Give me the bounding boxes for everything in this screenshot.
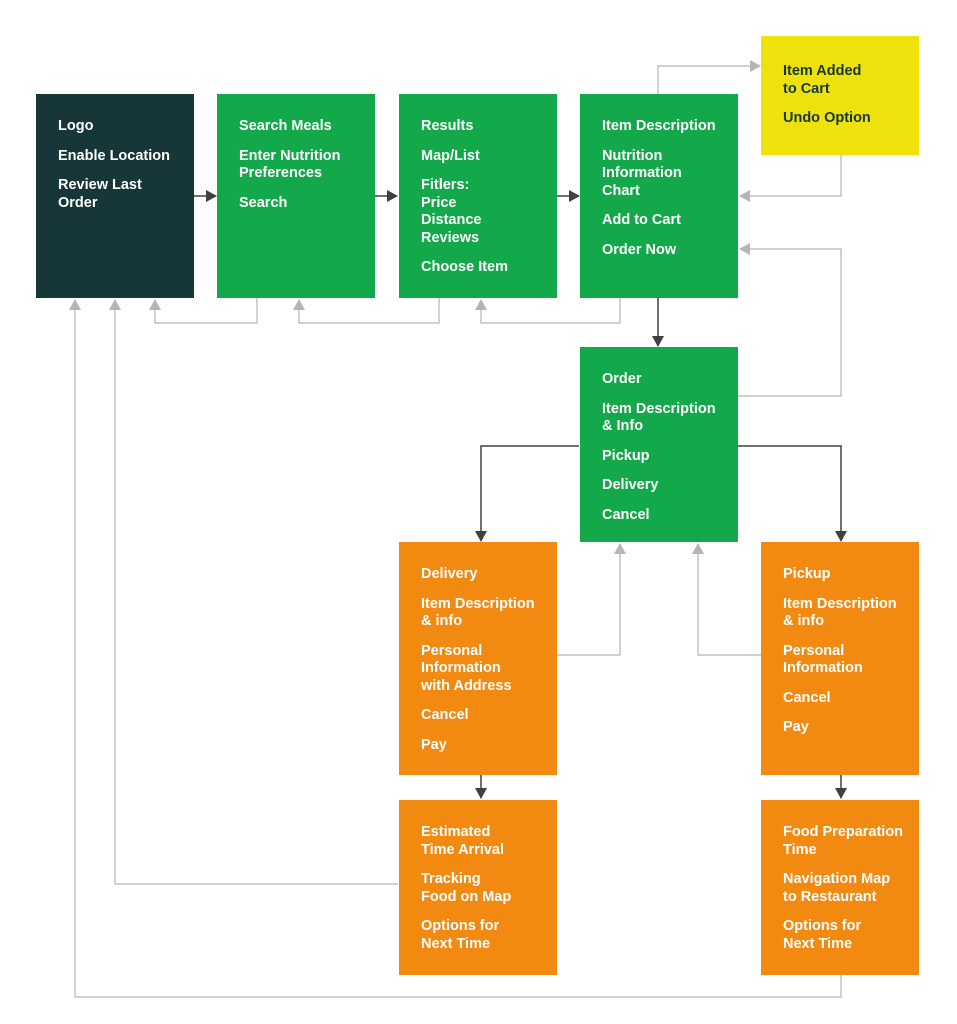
home-item-enable-location: Enable Location	[58, 147, 170, 164]
search-item-search: Search	[239, 194, 288, 211]
item-item-nutrition-chart: Nutrition Information Chart	[602, 147, 682, 199]
cart-item-added: Item Added to Cart	[783, 63, 862, 97]
pickup-screen-node: Pickup Item Description & info Personal …	[761, 542, 919, 775]
order-item-delivery: Delivery	[602, 477, 659, 493]
back-arrow-search-to-home	[149, 298, 258, 324]
results-item-map-list: Map/List	[421, 147, 480, 164]
pickup-status-node: Food Preparation Time Navigation Map to …	[761, 800, 919, 975]
delivery-status-node: Estimated Time Arrival Tracking Food on …	[399, 800, 557, 975]
home-item-review-last-order: Review Last Order	[58, 177, 142, 211]
pickup-status-prep-time: Food Preparation Time	[783, 824, 904, 858]
delivery-item-cancel: Cancel	[421, 707, 469, 723]
search-screen-node: Search Meals Enter Nutrition Preferences…	[217, 94, 375, 298]
order-item-order: Order	[602, 371, 642, 387]
delivery-status-options: Options for Next Time	[421, 918, 500, 952]
pickup-item-pay: Pay	[783, 719, 809, 735]
item-item-description: Item Description	[602, 118, 716, 134]
results-screen-node: Results Map/List Fitlers: Price Distance…	[399, 94, 557, 298]
order-item-cancel: Cancel	[602, 506, 650, 523]
order-screen-node: Order Item Description & Info Pickup Del…	[580, 347, 738, 542]
order-item-pickup: Pickup	[602, 447, 650, 464]
results-item-choose-item: Choose Item	[421, 259, 509, 275]
delivery-item-description: Item Description & info	[421, 595, 535, 630]
back-arrow-order-to-item	[738, 243, 842, 397]
item-screen-node: Item Description Nutrition Information C…	[580, 94, 738, 298]
pickup-item-description: Item Description & info	[783, 595, 897, 630]
back-arrow-results-to-search	[293, 298, 440, 324]
search-item-nutrition-preferences: Enter Nutrition Preferences	[239, 147, 341, 182]
pickup-status-navigation: Navigation Map to Restaurant	[783, 871, 891, 905]
arrow-item-to-cart	[657, 60, 761, 94]
delivery-item-personal-info: Personal Information with Address	[421, 642, 512, 694]
results-item-results: Results	[421, 118, 474, 134]
home-screen-node: Logo Enable Location Review Last Order	[36, 94, 194, 298]
delivery-item-delivery: Delivery	[421, 566, 478, 582]
results-item-filters: Fitlers: Price Distance Reviews	[421, 177, 482, 246]
pickup-status-options: Options for Next Time	[783, 918, 862, 952]
pickup-item-cancel: Cancel	[783, 689, 831, 706]
back-arrow-pickup-to-order	[692, 543, 761, 656]
item-item-order-now: Order Now	[602, 241, 677, 258]
delivery-status-eta: Estimated Time Arrival	[421, 824, 505, 858]
cart-screen-node: Item Added to Cart Undo Option	[761, 36, 919, 155]
pickup-item-personal-info: Personal Information	[783, 642, 863, 677]
item-item-add-to-cart: Add to Cart	[602, 212, 681, 228]
delivery-item-pay: Pay	[421, 736, 447, 753]
back-arrow-delivery-status-to-home	[109, 299, 398, 885]
cart-item-undo: Undo Option	[783, 110, 871, 126]
home-item-logo: Logo	[58, 118, 94, 134]
pickup-item-pickup: Pickup	[783, 566, 831, 582]
arrow-order-to-delivery	[475, 445, 579, 542]
back-arrow-pickup-status-to-home	[69, 299, 842, 998]
back-arrow-item-to-results	[475, 298, 621, 324]
search-item-search-meals: Search Meals	[239, 118, 332, 134]
delivery-status-tracking: Tracking Food on Map	[421, 871, 512, 905]
delivery-screen-node: Delivery Item Description & info Persona…	[399, 542, 557, 775]
arrow-order-to-pickup	[738, 445, 847, 542]
order-item-description: Item Description & Info	[602, 400, 716, 435]
back-arrow-cart-to-item	[739, 155, 842, 202]
back-arrow-delivery-to-order	[557, 543, 626, 656]
